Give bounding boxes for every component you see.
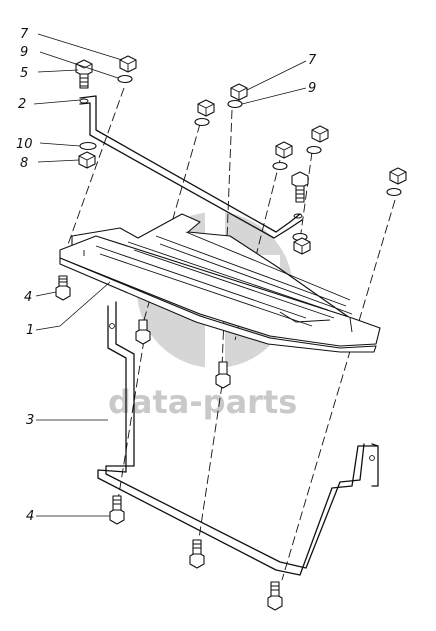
callout-8: 8	[20, 156, 28, 171]
nut-right-1	[311, 125, 329, 143]
bolt-under-plate-left	[135, 319, 151, 345]
bolt-lower-right	[267, 581, 283, 611]
guard-plate	[59, 213, 381, 353]
callout-3: 3	[26, 413, 34, 428]
callout-7-left: 7	[20, 27, 29, 42]
fasteners	[55, 55, 407, 611]
callout-10: 10	[16, 137, 33, 152]
callout-4-lower: 4	[26, 509, 34, 524]
bolt-lower-mid	[189, 539, 205, 569]
nut-right-2	[275, 141, 293, 159]
bolt-under-plate-mid	[215, 361, 231, 389]
nut-bar-end	[293, 237, 311, 255]
nut-far-right	[389, 167, 407, 185]
washer-mid-2	[227, 99, 243, 109]
nut-left	[78, 151, 96, 169]
washer-left	[79, 141, 97, 151]
bolt-4-upper	[55, 275, 71, 301]
bolt-top-left	[75, 59, 93, 89]
callout-4-upper: 4	[24, 290, 32, 305]
callout-labels: 7 9 5 2 10 8 7 9 4 1 3 4	[16, 27, 317, 524]
washer-mid-1	[194, 117, 210, 127]
callout-9-right: 9	[308, 81, 316, 96]
callout-5: 5	[20, 66, 28, 81]
callout-2: 2	[18, 97, 26, 112]
nut-mid-2	[230, 83, 248, 101]
upper-bar	[79, 95, 303, 239]
bolt-right	[291, 171, 309, 203]
callout-9-left: 9	[20, 45, 28, 60]
watermark-text: data-parts	[108, 383, 297, 421]
bolt-4-lower	[109, 495, 125, 525]
washer-right-2	[272, 161, 288, 171]
washer-right-1	[306, 145, 322, 155]
leader-lines	[33, 33, 307, 517]
washer-far-right	[386, 187, 402, 197]
nut-top-left	[119, 55, 137, 73]
callout-1: 1	[26, 323, 34, 338]
washer-top-left	[117, 74, 133, 84]
nut-mid-1	[197, 99, 215, 117]
lower-frame	[97, 301, 379, 576]
callout-7-right: 7	[308, 53, 317, 68]
